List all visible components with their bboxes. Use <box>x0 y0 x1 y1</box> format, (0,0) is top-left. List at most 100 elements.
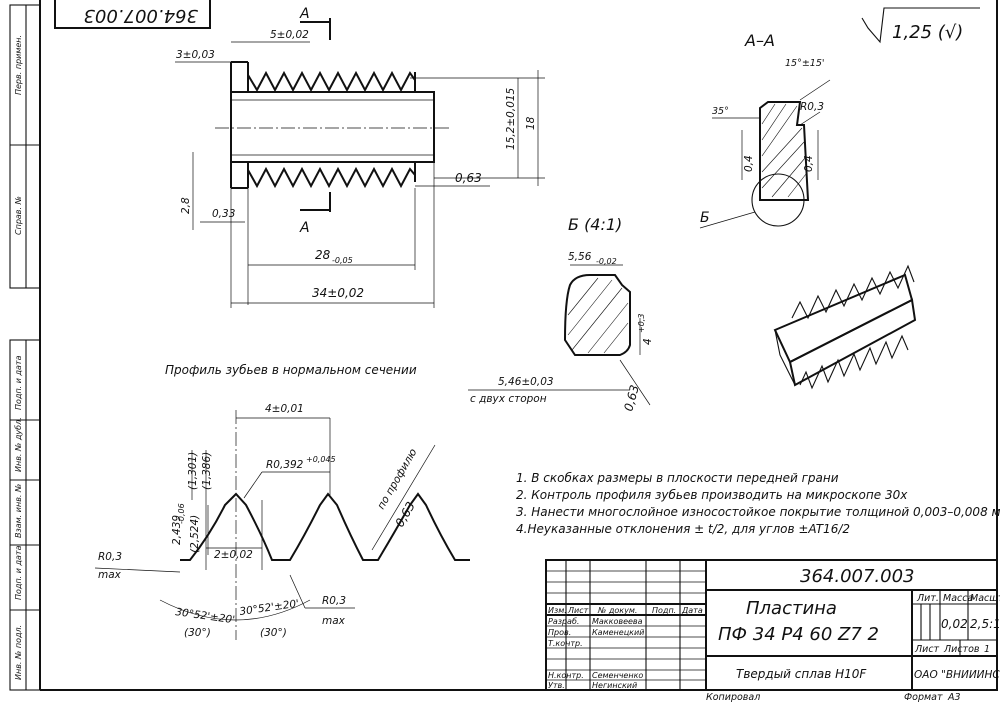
dim-28: 28 <box>315 248 331 262</box>
tb-col-izm: Изм. <box>548 606 567 615</box>
dim-p-r03-left: R0,3 <box>98 551 122 563</box>
section-aa-label: А–А <box>744 31 775 50</box>
dim-p-063: 0,63 <box>392 499 417 529</box>
note-1: 1. В скобках размеры в плоскости передне… <box>516 471 839 485</box>
tb-col-ndoc: № докум. <box>597 606 637 615</box>
title-block: 364.007.003 Пластина ПФ 34 Р4 60 Z7 2 Тв… <box>545 559 1000 702</box>
strip-perv-primen: Перв. примен. <box>14 35 23 95</box>
tb-massa: Масса <box>943 593 973 604</box>
dim-p-max-left: max <box>98 569 122 581</box>
strip-sprav: Справ. № <box>14 196 23 235</box>
dim-both-sides: с двух сторон <box>470 393 547 405</box>
dim-p-2439-tol: -0,06 <box>177 503 186 524</box>
tb-row-nkontr: Н.контр. <box>548 671 584 680</box>
tb-format: Формат <box>904 692 943 702</box>
rotated-stamp: 364.007.003 <box>54 0 211 29</box>
dim-04-b: 0,4 <box>803 155 815 172</box>
strip-podp-data-2: Подп. и дата <box>14 545 23 600</box>
dim-p-4: 4±0,01 <box>265 403 304 415</box>
section-mark-bottom: А <box>299 220 310 236</box>
tb-organization: ОАО "ВНИИИНСТРУМЕНТ" <box>914 669 1000 681</box>
tb-massa-val: 0,02 <box>941 617 968 631</box>
technical-notes: 1. В скобках размеры в плоскости передне… <box>516 471 1000 536</box>
dim-18: 18 <box>525 116 537 130</box>
tb-razrab-name: Макковеева <box>592 617 643 626</box>
dim-063-main: 0,63 <box>455 171 482 185</box>
dim-546: 5,46±0,03 <box>498 376 554 388</box>
roughness-value: 1,25 (√) <box>892 22 963 43</box>
dim-p-ang2: 30°52'±20' <box>239 598 300 618</box>
strip-inv-podl: Инв. № подл. <box>14 625 23 680</box>
dim-2-8: 2,8 <box>180 197 192 214</box>
roughness-sign: 1,25 (√) <box>861 7 980 44</box>
tb-nkontr-name: Семенченко <box>592 671 643 680</box>
tb-material: Твердый сплав Н10F <box>736 667 867 681</box>
tb-doc-number: 364.007.003 <box>800 566 915 587</box>
tb-row-razrab: Разраб. <box>548 617 579 626</box>
profile-caption: Профиль зубьев в нормальном сечении <box>165 363 417 377</box>
tb-row-prov: Пров. <box>548 628 571 637</box>
tb-listov-val: 1 <box>984 644 990 655</box>
tb-row-tkontr: Т.контр. <box>548 639 583 648</box>
dim-p-ang1: 30°52'±20' <box>175 606 236 626</box>
dim-p-2524: (2,524) <box>189 515 201 553</box>
main-view <box>215 61 450 189</box>
strip-podp-data-1: Подп. и дата <box>14 355 23 410</box>
strip-vzam-inv: Взам. инв. № <box>14 484 23 538</box>
dim-p-max-bottom: max <box>322 615 346 627</box>
dim-4-b-tol: +0,3 <box>637 314 646 333</box>
dim-35-deg: 35° <box>712 106 729 117</box>
tb-kopiroval: Копировал <box>706 692 760 702</box>
dim-3: 3±0,03 <box>176 49 215 61</box>
tb-lit: Лит. <box>916 593 939 604</box>
left-strip: Перв. примен. Справ. № Подп. и дата Инв.… <box>9 4 41 691</box>
tb-listov: Листов <box>943 644 980 655</box>
note-2: 2. Контроль профиля зубьев производить н… <box>516 488 908 502</box>
tb-masshtab: Масштаб <box>970 593 1000 604</box>
tb-col-list: Лист <box>567 606 589 615</box>
tb-row-utv: Утв. <box>548 681 565 690</box>
dim-5: 5±0,02 <box>270 29 309 41</box>
dim-p-1386: (1,386) <box>201 452 213 490</box>
note-3: 3. Нанести многослойное износостойкое по… <box>516 505 1000 519</box>
detail-b: Б (4:1) 5,56 -0,02 4 +0,3 5,46±0,03 с дв… <box>468 215 654 413</box>
dim-p-r0392: R0,392 <box>266 459 304 471</box>
dim-r03-aa: R0,3 <box>800 101 824 113</box>
detail-b-label: Б (4:1) <box>568 215 622 234</box>
tb-masshtab-val: 2,5:1 <box>970 617 1000 631</box>
dim-556-tol: -0,02 <box>596 257 617 266</box>
dim-033: 0,33 <box>212 208 235 220</box>
tb-name-line1: Пластина <box>746 598 837 619</box>
dim-p-ang2b: (30°) <box>260 627 287 639</box>
tb-prov-name: Каменецкий <box>592 628 644 637</box>
dim-34: 34±0,02 <box>312 286 364 300</box>
section-aa: А–А Б 0,4 0,4 35° 15°±15' R0,3 <box>699 31 831 229</box>
stamp-rotated-number: 364.007.003 <box>83 5 198 26</box>
detail-mark-b: Б <box>700 210 710 226</box>
section-aa-hatch <box>761 103 807 198</box>
strip-inv-dubl: Инв. № дубл. <box>14 417 23 472</box>
dim-04-a: 0,4 <box>743 155 755 172</box>
tb-utv-name: Негинский <box>592 681 637 690</box>
dim-15-2: 15,2±0,015 <box>505 87 517 150</box>
dim-28-tol: -0,05 <box>332 256 353 265</box>
tb-format-val: А3 <box>947 692 961 702</box>
tb-col-data: Дата <box>681 606 703 615</box>
iso-view <box>773 264 917 390</box>
dim-p-r0392-tol: +0,045 <box>306 455 336 464</box>
tb-name-line2: ПФ 34 Р4 60 Z7 2 <box>718 624 879 645</box>
dim-p-1301: (1,301) <box>187 452 199 490</box>
detail-b-hatch <box>567 277 629 354</box>
note-4: 4.Неуказанные отклонения ± t/2, для угло… <box>516 522 850 536</box>
dim-4-b: 4 <box>642 338 654 345</box>
dim-p-2: 2±0,02 <box>214 549 253 561</box>
dim-p-2439: 2,439 <box>171 515 183 545</box>
tb-list: Лист <box>914 644 940 655</box>
tb-col-podp: Подп. <box>652 606 676 615</box>
dim-p-r03-bottom: R0,3 <box>322 595 346 607</box>
dim-15-deg: 15°±15' <box>785 58 825 69</box>
dim-063-b: 0,63 <box>621 383 641 412</box>
dim-p-ang1b: (30°) <box>184 627 211 639</box>
section-mark-top: А <box>299 6 310 22</box>
